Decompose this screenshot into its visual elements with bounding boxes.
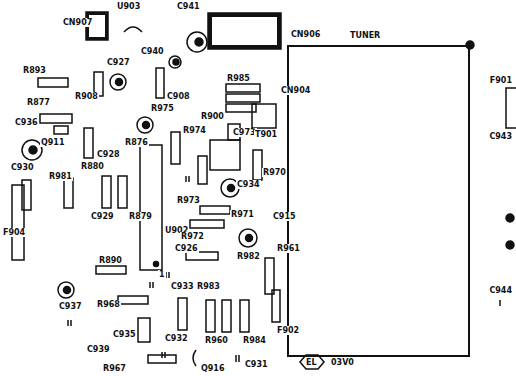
part-label: C930 [10, 163, 35, 172]
part-label: R877 [26, 98, 51, 107]
part-label: C934 [236, 180, 261, 189]
part-label: C935 [112, 330, 137, 339]
part-label: F904 [2, 228, 26, 237]
part-label: R967 [102, 364, 127, 373]
part-label: 1 [158, 270, 166, 279]
part-label: CN904 [280, 86, 311, 95]
part-label: C932 [164, 334, 189, 343]
part-label: R975 [150, 104, 175, 113]
part-label: Q911 [40, 138, 66, 147]
part-label: R876 [124, 138, 149, 147]
part-label: R893 [22, 66, 47, 75]
part-label: U903 [116, 2, 141, 11]
part-label: R961 [276, 244, 301, 253]
part-label: R960 [204, 336, 229, 345]
part-label: R985 [226, 74, 251, 83]
part-label: R879 [128, 212, 153, 221]
part-label: R900 [200, 112, 225, 121]
part-label: R970 [262, 168, 287, 177]
part-label: F902 [276, 326, 300, 335]
part-label: C937 [58, 302, 83, 311]
part-label: C943 [488, 132, 513, 141]
part-label: R982 [236, 252, 261, 261]
part-label: T901 [254, 130, 278, 139]
part-label: C933 [170, 282, 195, 291]
part-label: C940 [140, 47, 165, 56]
part-label: C915 [272, 212, 297, 221]
part-label: C927 [106, 58, 131, 67]
part-label: C926 [174, 244, 199, 253]
part-label: R983 [196, 282, 221, 291]
part-label: CN906 [290, 30, 321, 39]
part-label: C939 [86, 345, 111, 354]
part-label: C928 [96, 150, 121, 159]
part-label: C941 [176, 2, 201, 11]
part-label: R880 [80, 162, 105, 171]
module-heading: TUNER [349, 31, 381, 40]
part-label: C908 [166, 92, 191, 101]
tuner-module: TUNER [287, 45, 470, 357]
part-label: EL [305, 358, 318, 367]
part-label: C944 [488, 286, 513, 295]
part-label: F901 [489, 76, 513, 85]
part-label: R908 [74, 92, 99, 101]
part-label: R968 [96, 300, 121, 309]
part-label: R973 [176, 196, 201, 205]
part-label: R984 [242, 336, 267, 345]
part-label: Q916 [200, 364, 226, 373]
part-label: R890 [98, 256, 123, 265]
part-label: R972 [180, 232, 205, 241]
part-label: C931 [244, 360, 269, 369]
part-label: R981 [48, 172, 73, 181]
part-label: R974 [182, 126, 207, 135]
part-label: C973 [232, 128, 257, 137]
part-label: CN907 [62, 18, 93, 27]
part-label: C936 [14, 118, 39, 127]
part-label: 03V0 [330, 358, 355, 367]
part-label: R971 [230, 210, 255, 219]
part-label: C929 [90, 212, 115, 221]
